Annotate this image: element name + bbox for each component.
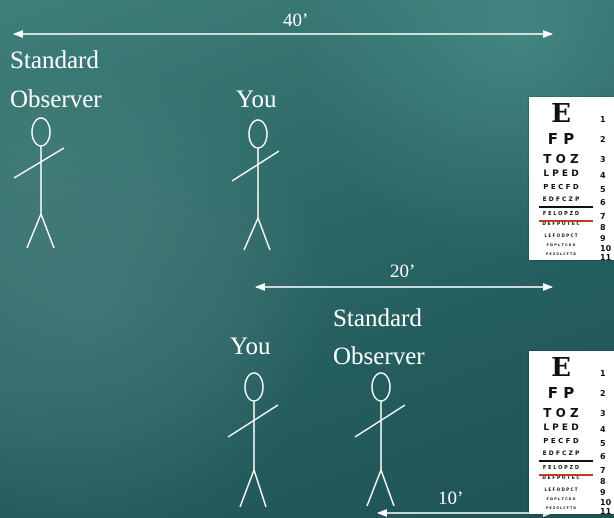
eye-chart-row-number: 2 <box>600 135 606 144</box>
eye-chart-row-number: 4 <box>600 171 606 180</box>
eye-chart-row: F D P L T C E O <box>546 243 576 247</box>
eye-chart-row-number: 5 <box>600 185 606 194</box>
eye-chart-row: T O Z <box>543 152 579 166</box>
eye-chart-row: P E C F D <box>543 437 579 445</box>
eye-chart-row: F E L O P Z D <box>542 211 580 217</box>
eye-chart-row-number: 9 <box>600 234 606 243</box>
eye-chart-row: F P <box>547 130 575 148</box>
eye-chart-row-number: 10 <box>600 244 612 253</box>
stick-figure-standard-observer-top <box>13 117 65 249</box>
eye-chart-row: F P <box>547 384 575 402</box>
bottom-standard-observer-label-line1: Standard <box>333 305 422 332</box>
eye-chart-row-number: 6 <box>600 452 606 461</box>
eye-chart-row-number: 7 <box>600 212 606 221</box>
eye-chart-row-number: 9 <box>600 488 606 497</box>
eye-chart-row-number: 8 <box>600 477 606 486</box>
eye-chart-row: D E F P O T E C <box>542 222 580 227</box>
eye-chart-row-number: 7 <box>600 466 606 475</box>
bottom-distance-label: 10’ <box>438 488 464 509</box>
eye-chart-separator-bar <box>539 460 593 462</box>
middle-distance-label: 20’ <box>390 261 416 282</box>
eye-chart-row-number: 3 <box>600 155 606 164</box>
stick-figure-you-bottom <box>227 372 279 508</box>
eye-chart-row: L E F O D P C T <box>544 487 578 492</box>
eye-chart-row-number: 11 <box>600 253 612 260</box>
eye-chart-row: F E L O P Z D <box>542 465 580 471</box>
eye-chart-row-number: 1 <box>600 369 606 378</box>
eye-chart-row-number: 11 <box>600 507 612 514</box>
eye-chart-row-number: 5 <box>600 439 606 448</box>
eye-chart-separator-bar <box>539 206 593 208</box>
eye-chart-row-number: 1 <box>600 115 606 124</box>
eye-chart-row-number: 2 <box>600 389 606 398</box>
eye-chart-row: P E Z O L C F T D <box>546 506 576 510</box>
eye-chart-top: E 1 F P 2 T O Z 3 L P E D 4 P E C F D 5 E D F C Z … <box>529 97 614 260</box>
eye-chart-separator-bar <box>539 220 593 222</box>
stick-figure-you-top <box>231 119 280 251</box>
top-standard-observer-label-line1: Standard <box>10 47 99 74</box>
eye-chart-row: P E Z O L C F T D <box>546 252 576 256</box>
eye-chart-row: E D F C Z P <box>542 450 580 457</box>
eye-chart-row: T O Z <box>543 406 579 420</box>
eye-chart-row: D E F P O T E C <box>542 476 580 481</box>
top-you-label: You <box>236 86 277 113</box>
stick-figure-standard-observer-bottom <box>354 372 406 507</box>
eye-chart-row-number: 6 <box>600 198 606 207</box>
eye-chart-row-number: 3 <box>600 409 606 418</box>
eye-chart-row: L P E D <box>543 169 579 179</box>
eye-chart-row: L E F O D P C T <box>544 233 578 238</box>
eye-chart-row-number: 10 <box>600 498 612 507</box>
eye-chart-row: F D P L T C E O <box>546 497 576 501</box>
eye-chart-row: L P E D <box>543 423 579 433</box>
eye-chart-bottom: E 1 F P 2 T O Z 3 L P E D 4 P E C F D 5 E D F C Z … <box>529 351 614 514</box>
eye-chart-row: E <box>551 353 571 383</box>
bottom-you-label: You <box>230 333 271 360</box>
eye-chart-row: P E C F D <box>543 183 579 191</box>
eye-chart-separator-bar <box>539 474 593 476</box>
eye-chart-row-number: 8 <box>600 223 606 232</box>
top-standard-observer-label-line2: Observer <box>10 86 102 113</box>
eye-chart-row: E D F C Z P <box>542 196 580 203</box>
eye-chart-row-number: 4 <box>600 425 606 434</box>
bottom-standard-observer-label-line2: Observer <box>333 343 425 370</box>
top-distance-label: 40’ <box>283 10 309 31</box>
eye-chart-row: E <box>551 99 571 129</box>
